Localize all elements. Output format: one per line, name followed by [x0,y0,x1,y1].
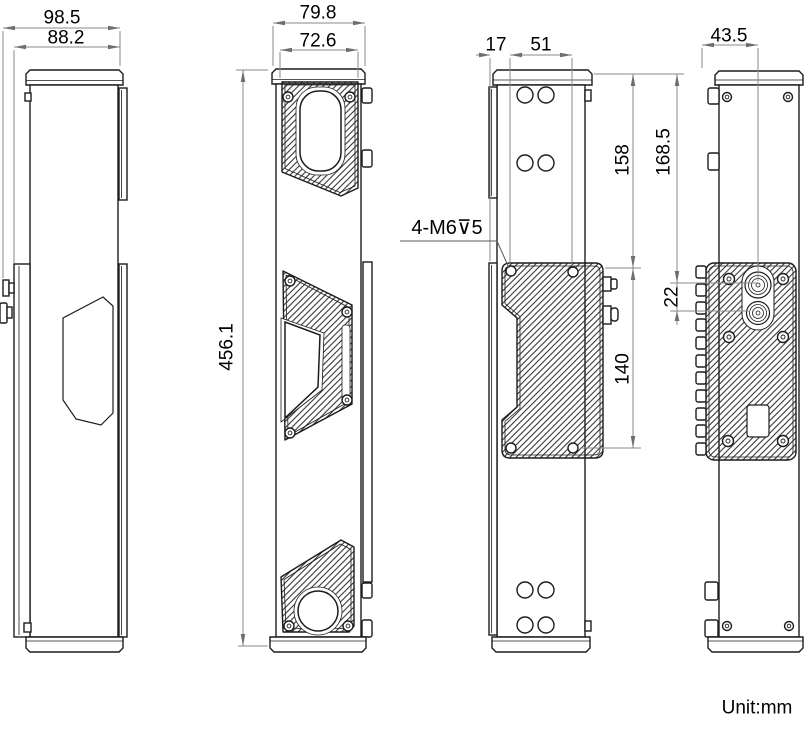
view3-heatsink-plate [501,262,604,459]
dim-label-view2-height: 456.1 [216,323,238,371]
view4-bottom-cap [707,636,804,653]
dim-view2-panel-width-lines [279,47,359,78]
view2-bottom-panel-screws [283,620,354,632]
view3-connector-edges [602,276,619,325]
dim-view3-hole-offset-spacing-lines [476,52,573,266]
view-front [269,68,373,653]
unit-note: Unit:mm [721,697,793,719]
dim-view4-connector-spacing-lines [670,282,757,325]
dim-label-view4-connector-spacing: 22 [661,286,683,308]
view1-bottom-cap [25,636,124,653]
dim-view2-cap-width-lines [272,20,366,66]
dim-label-view3-hole-spacing: 51 [530,34,552,56]
view3-top-holes [516,86,555,172]
dim-label-view4-connector-offset: 43.5 [710,25,748,47]
view4-m12-connector-ethernet [745,300,771,326]
view1-back-plate-edges [118,87,128,638]
dim-label-view4-top-to-connector: 168.5 [653,128,675,176]
dim-view1-body-width-lines [13,44,120,263]
dim-label-view1-outer-width: 98.5 [43,7,81,29]
view1-dsub-window [62,296,114,426]
view3-bottom-latch [584,620,592,632]
view1-top-cap [25,69,124,86]
view2-round-window [297,590,339,632]
view2-laser-window [284,320,321,420]
view4-left-edge-tabs [704,87,720,638]
view2-bottom-window-panel [280,539,355,636]
view-right-side [695,70,804,653]
dim-view2-height-lines [236,69,268,647]
view2-right-edge-tabs [361,87,373,638]
dimension-lines [2,20,759,647]
view2-top-window-panel [281,81,359,197]
view3-top-cap [492,69,593,86]
dim-label-view1-body-width: 88.2 [47,27,85,49]
view-back [488,69,619,653]
dim-label-view2-panel-width: 72.6 [299,30,337,52]
view4-top-cap [714,70,804,86]
view1-top-latch [24,92,32,102]
thread-callout-leader [400,240,510,269]
view4-label-cutout [746,404,770,438]
view2-top-panel-screws [282,91,356,103]
view2-middle-window-panel [280,270,353,441]
view3-m6-mount-holes [505,265,579,454]
view2-oval-window [299,90,342,172]
view4-m12-connector-power [744,271,772,299]
view1-side-connectors [0,279,15,324]
view2-top-cap [271,68,366,85]
view2-bottom-cap [269,636,367,653]
dim-label-view2-cap-width: 79.8 [299,2,337,24]
thread-callout-label: 4-M6⊽5 [411,217,483,239]
view3-top-latch [584,89,592,102]
dim-label-view3-plate-hole-span: 140 [612,353,634,385]
dim-label-view3-hole-offset: 17 [485,34,507,56]
dim-view3-plate-hole-span-lines [580,268,641,449]
view4-heatsink-fins [695,265,707,456]
view4-heatsink-panel [695,262,797,461]
view3-bottom-cap [491,636,591,653]
view3-front-plate-edges [488,86,498,636]
dim-view1-outer-width-lines [2,25,121,278]
view4-panel-screws [721,272,790,448]
view1-bottom-latch [23,622,32,633]
view4-bottom-screws [721,620,795,632]
view3-bottom-holes [516,581,555,634]
dim-label-view3-top-to-plate: 158 [612,144,634,176]
view2-middle-panel-screws [284,275,353,439]
view4-top-screws [721,91,794,103]
view-left-side [0,69,128,653]
dim-view4-connector-offset-lines [701,42,759,281]
view1-front-plate-edge [13,263,31,638]
